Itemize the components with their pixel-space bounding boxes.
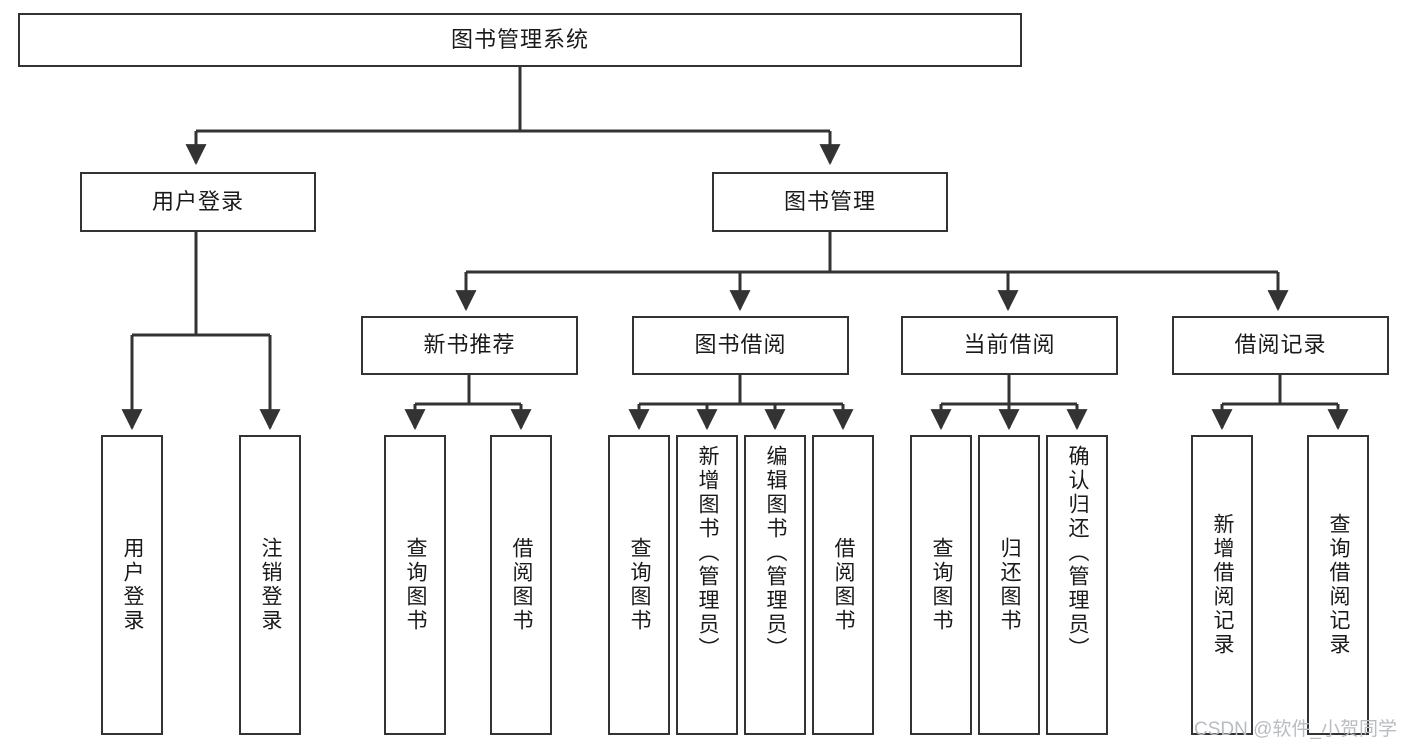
- leaf-current-return-book[interactable]: 归还图书: [978, 435, 1040, 735]
- node-book-management[interactable]: 图书管理: [712, 172, 948, 232]
- node-new-book-recommend[interactable]: 新书推荐: [361, 316, 578, 375]
- node-book-borrow[interactable]: 图书借阅: [632, 316, 849, 375]
- leaf-borrow-borrow-book[interactable]: 借阅图书: [812, 435, 874, 735]
- node-label: 图书借阅: [694, 332, 787, 358]
- node-label: 借阅图书: [510, 537, 534, 633]
- leaf-user-login-signin[interactable]: 用户登录: [101, 435, 163, 735]
- node-current-borrow[interactable]: 当前借阅: [901, 316, 1118, 375]
- node-label: 归还图书: [998, 537, 1022, 633]
- leaf-borrow-edit-book[interactable]: 编辑图书（管理员）: [744, 435, 806, 735]
- node-borrow-record[interactable]: 借阅记录: [1172, 316, 1389, 375]
- node-label: 借阅图书: [832, 537, 856, 633]
- node-label: 用户登录: [151, 188, 244, 214]
- leaf-user-login-signout[interactable]: 注销登录: [239, 435, 301, 735]
- node-label: 当前借阅: [963, 332, 1056, 358]
- leaf-recommend-borrow-book[interactable]: 借阅图书: [490, 435, 552, 735]
- node-label: 借阅记录: [1234, 332, 1327, 358]
- node-label: 图书管理系统: [450, 26, 589, 52]
- node-label: 注销登录: [259, 537, 283, 633]
- leaf-current-query-book[interactable]: 查询图书: [910, 435, 972, 735]
- node-root-system[interactable]: 图书管理系统: [18, 13, 1022, 67]
- leaf-recommend-query-book[interactable]: 查询图书: [384, 435, 446, 735]
- watermark-text: CSDN @软件_小贺同学: [1194, 719, 1397, 740]
- node-label: 查询图书: [628, 537, 652, 633]
- node-label: 图书管理: [783, 188, 876, 214]
- node-label: 查询图书: [404, 537, 428, 633]
- node-label: 用户登录: [121, 537, 145, 633]
- node-user-login[interactable]: 用户登录: [80, 172, 316, 232]
- node-label: 查询借阅记录: [1327, 513, 1351, 657]
- node-label: 确认归还（管理员）: [1066, 445, 1090, 661]
- leaf-borrow-query-book[interactable]: 查询图书: [608, 435, 670, 735]
- leaf-record-add-record[interactable]: 新增借阅记录: [1191, 435, 1253, 735]
- node-label: 新书推荐: [423, 332, 516, 358]
- node-label: 新增图书（管理员）: [696, 445, 720, 661]
- node-label: 编辑图书（管理员）: [764, 445, 788, 661]
- node-label: 新增借阅记录: [1211, 513, 1235, 657]
- leaf-borrow-add-book[interactable]: 新增图书（管理员）: [676, 435, 738, 735]
- node-label: 查询图书: [930, 537, 954, 633]
- leaf-record-query-record[interactable]: 查询借阅记录: [1307, 435, 1369, 735]
- leaf-current-confirm-return[interactable]: 确认归还（管理员）: [1046, 435, 1108, 735]
